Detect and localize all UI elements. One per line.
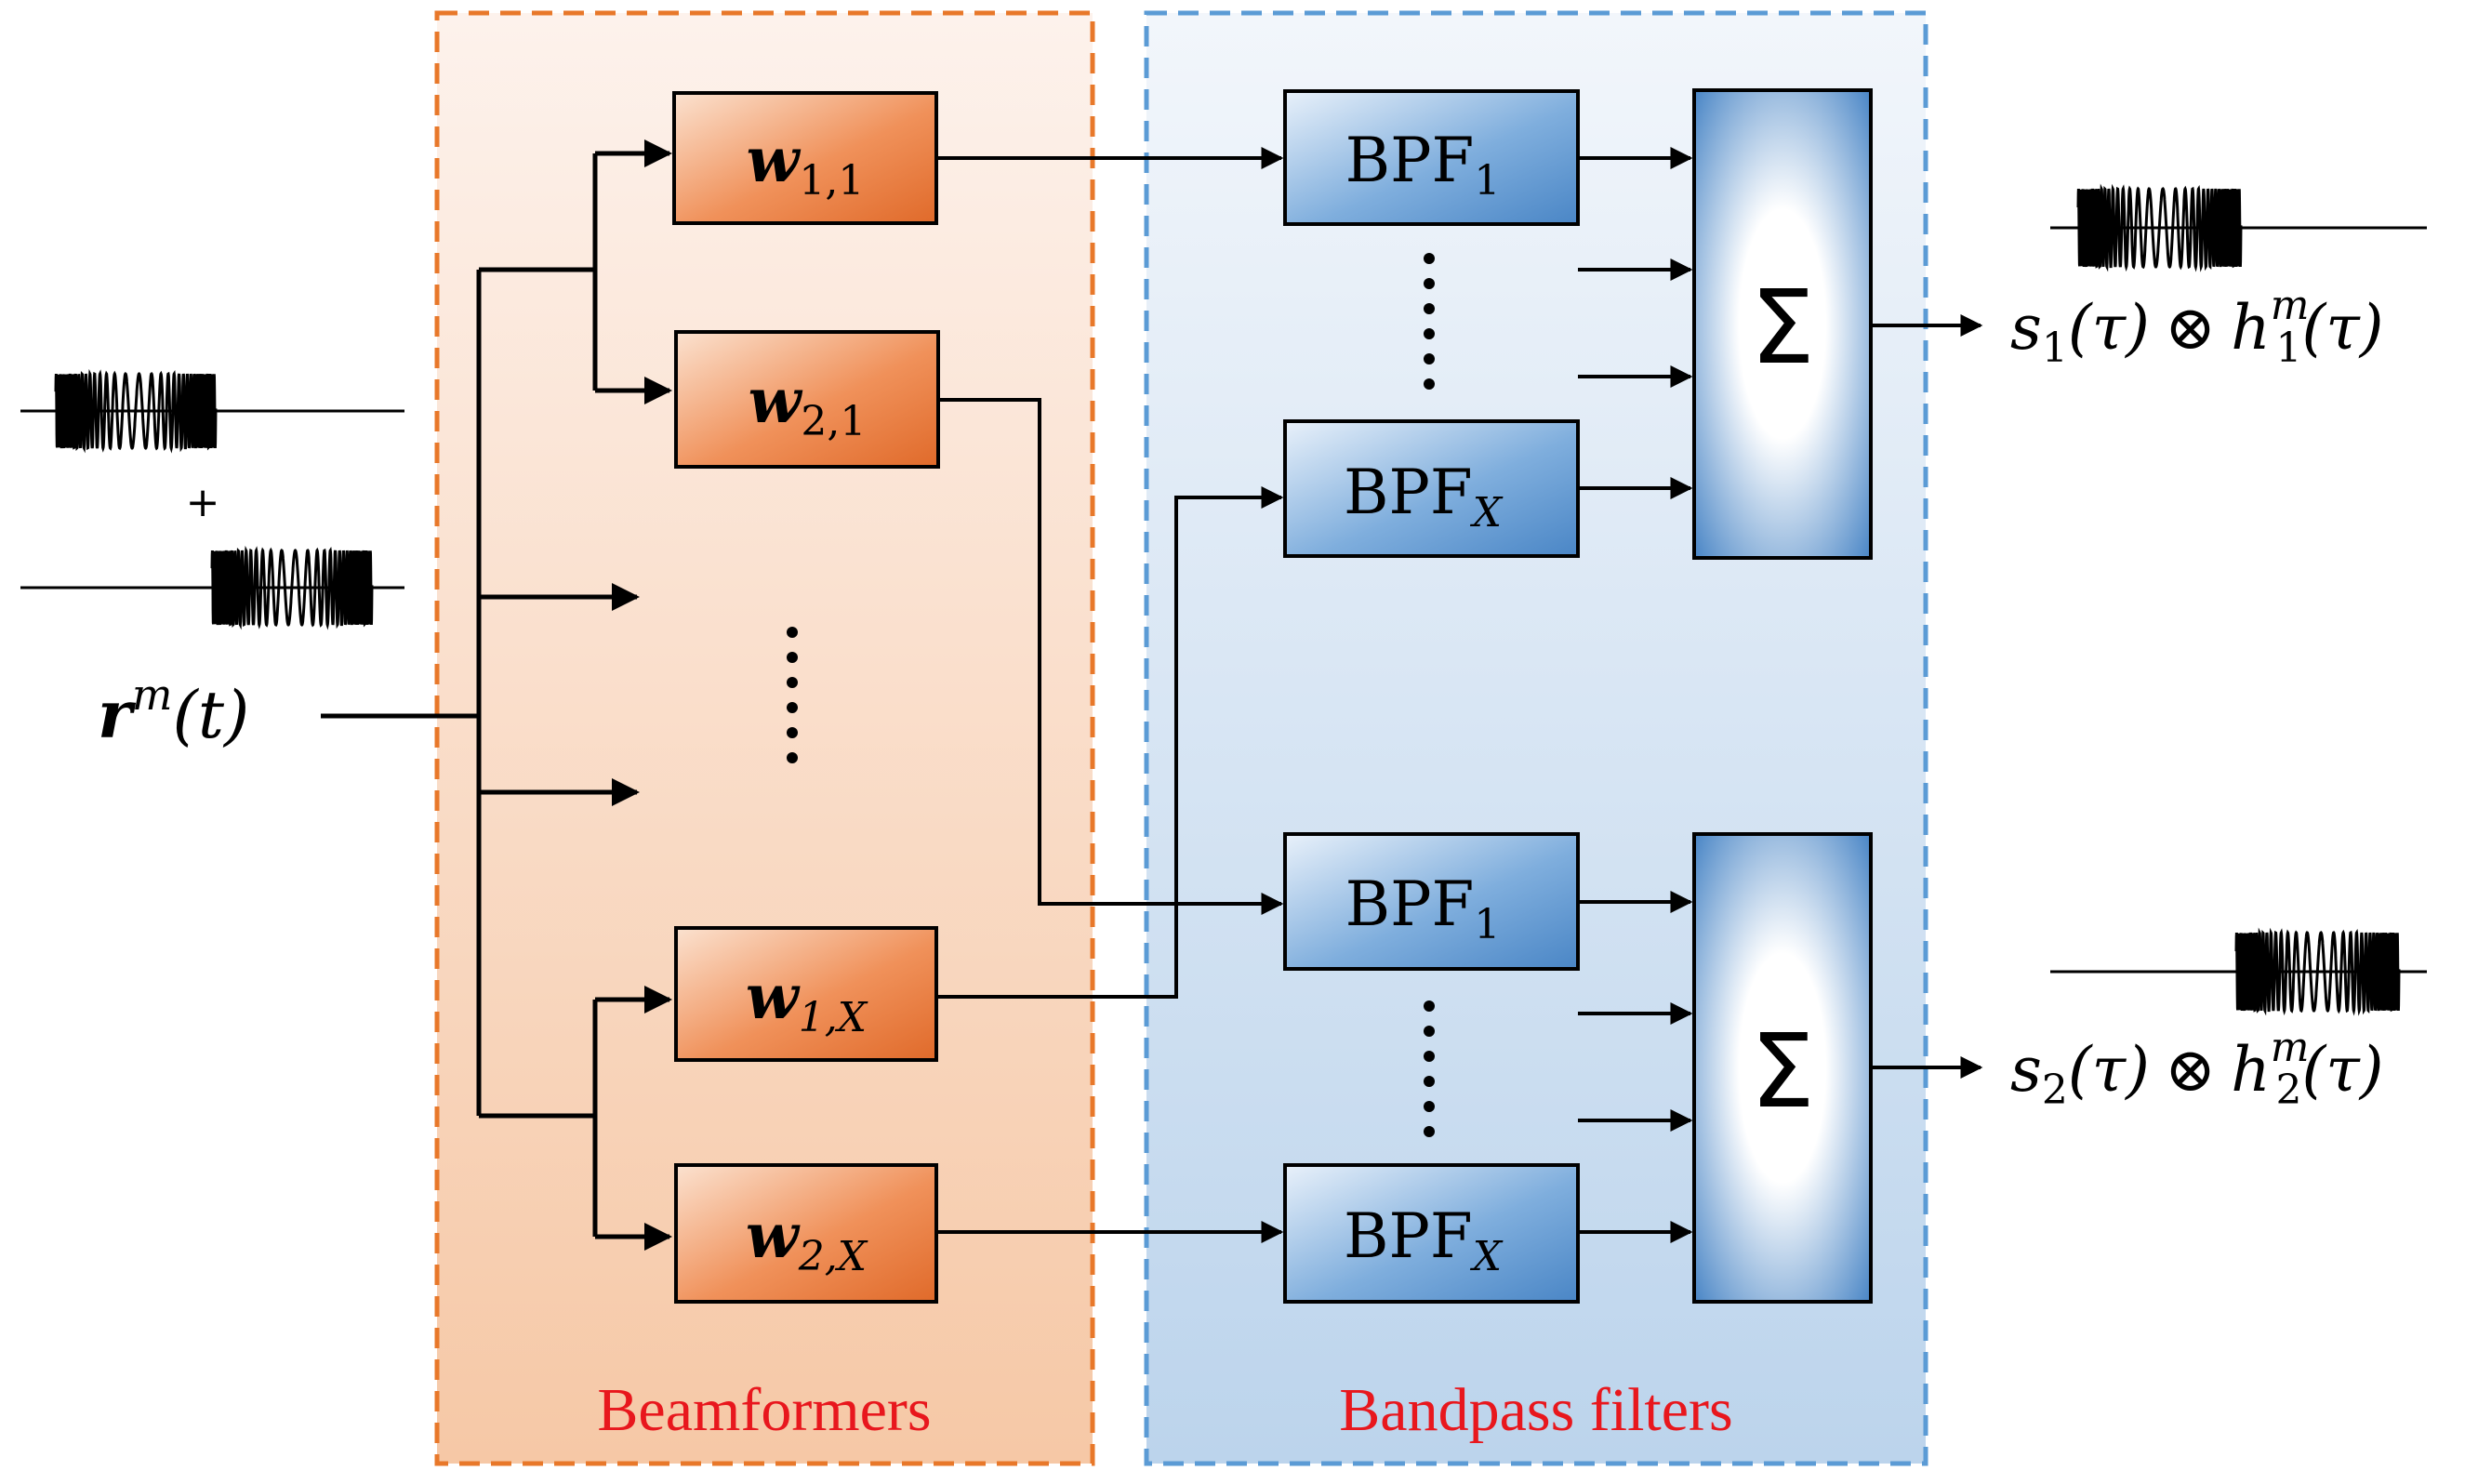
svg-text:w2,1: w2,1: [749, 364, 867, 445]
output-arrows: [1871, 314, 1983, 1079]
beamformer-ellipsis: [787, 627, 798, 763]
svg-text:Σ: Σ: [1750, 268, 1815, 387]
svg-text:Σ: Σ: [1750, 1012, 1815, 1131]
filter-bpfx-bottom: BPFX: [1283, 1163, 1580, 1304]
summer-top: Σ: [1692, 88, 1873, 560]
plus-sign: +: [186, 479, 220, 526]
beamformer-w2x: w2,X: [674, 1163, 938, 1304]
svg-text:w2,X: w2,X: [746, 1199, 868, 1280]
output-waveform-1: [2050, 183, 2427, 272]
filter-ellipsis-bottom: [1424, 1000, 1435, 1137]
beamformer-w21: w2,1: [674, 330, 940, 469]
svg-text:BPFX: BPFX: [1344, 1200, 1504, 1280]
filter-bpf1-bottom: BPF1: [1283, 832, 1580, 971]
beamformer-w1x: w1,X: [674, 926, 938, 1062]
summer-bottom: Σ: [1692, 832, 1873, 1304]
filter-ellipsis-top: [1424, 253, 1435, 390]
beamformers-caption: Beamformers: [597, 1376, 931, 1444]
svg-text:BPF1: BPF1: [1345, 125, 1501, 205]
filter-bpfx-top: BPFX: [1283, 419, 1580, 558]
output-waveform-2: [2050, 927, 2427, 1016]
beamformer-w11: w1,1: [672, 91, 938, 225]
input-signal-label: rm(t): [98, 669, 249, 753]
svg-text:w1,1: w1,1: [747, 124, 865, 205]
svg-text:w1,X: w1,X: [746, 961, 868, 1041]
filter-bpf1-top: BPF1: [1283, 89, 1580, 226]
svg-text:BPF1: BPF1: [1345, 868, 1501, 948]
input-waveform-2: [20, 545, 404, 630]
input-waveform-1: [20, 368, 404, 454]
beamformer-filter-links: [936, 147, 1284, 1243]
input-bus: [321, 139, 672, 1251]
svg-text:BPFX: BPFX: [1344, 457, 1504, 537]
filter-summer-arrows: [1578, 147, 1693, 1243]
bandpass-filters-caption: Bandpass filters: [1339, 1376, 1732, 1444]
